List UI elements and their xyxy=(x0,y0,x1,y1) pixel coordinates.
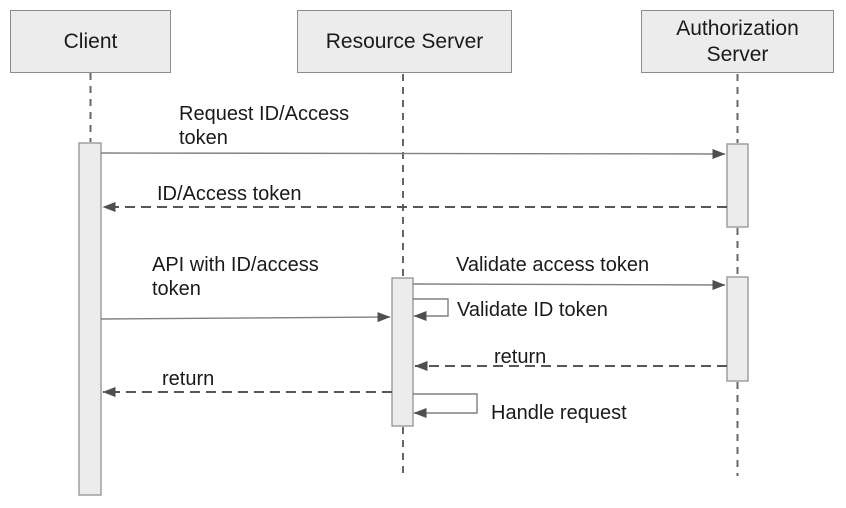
participant-authorization-server: Authorization Server xyxy=(641,10,834,73)
activation-authorization-server-2 xyxy=(726,276,749,382)
message-label-return-resource-to-client: return xyxy=(162,368,215,390)
message-label-request-id-access-token: Request ID/Access token xyxy=(179,103,350,149)
message-label-validate-access-token: Validate access token xyxy=(456,254,650,276)
participant-client: Client xyxy=(10,10,171,73)
participant-resource-server-label: Resource Server xyxy=(325,29,484,53)
message-label-id-access-token: ID/Access token xyxy=(157,183,302,205)
arrow-api-with-id-access-token xyxy=(100,312,391,323)
participant-authorization-server-label: Authorization Server xyxy=(676,16,799,66)
activation-authorization-server-1 xyxy=(726,143,749,228)
message-label-validate-id-token: Validate ID token xyxy=(457,299,608,321)
message-label-handle-request: Handle request xyxy=(491,402,627,424)
participant-resource-server: Resource Server xyxy=(297,10,512,73)
arrow-validate-access-token xyxy=(412,279,726,290)
message-label-return-auth-to-resource: return xyxy=(494,346,547,368)
arrow-handle-request-selfloop xyxy=(413,393,478,418)
activation-resource-server xyxy=(391,277,414,427)
participant-client-label: Client xyxy=(63,29,118,53)
arrow-request-id-access-token xyxy=(100,148,726,159)
arrow-validate-id-token-selfloop xyxy=(413,298,449,321)
activation-client xyxy=(78,142,102,496)
message-label-api-with-id-access-token: API with ID/access token xyxy=(152,254,319,300)
